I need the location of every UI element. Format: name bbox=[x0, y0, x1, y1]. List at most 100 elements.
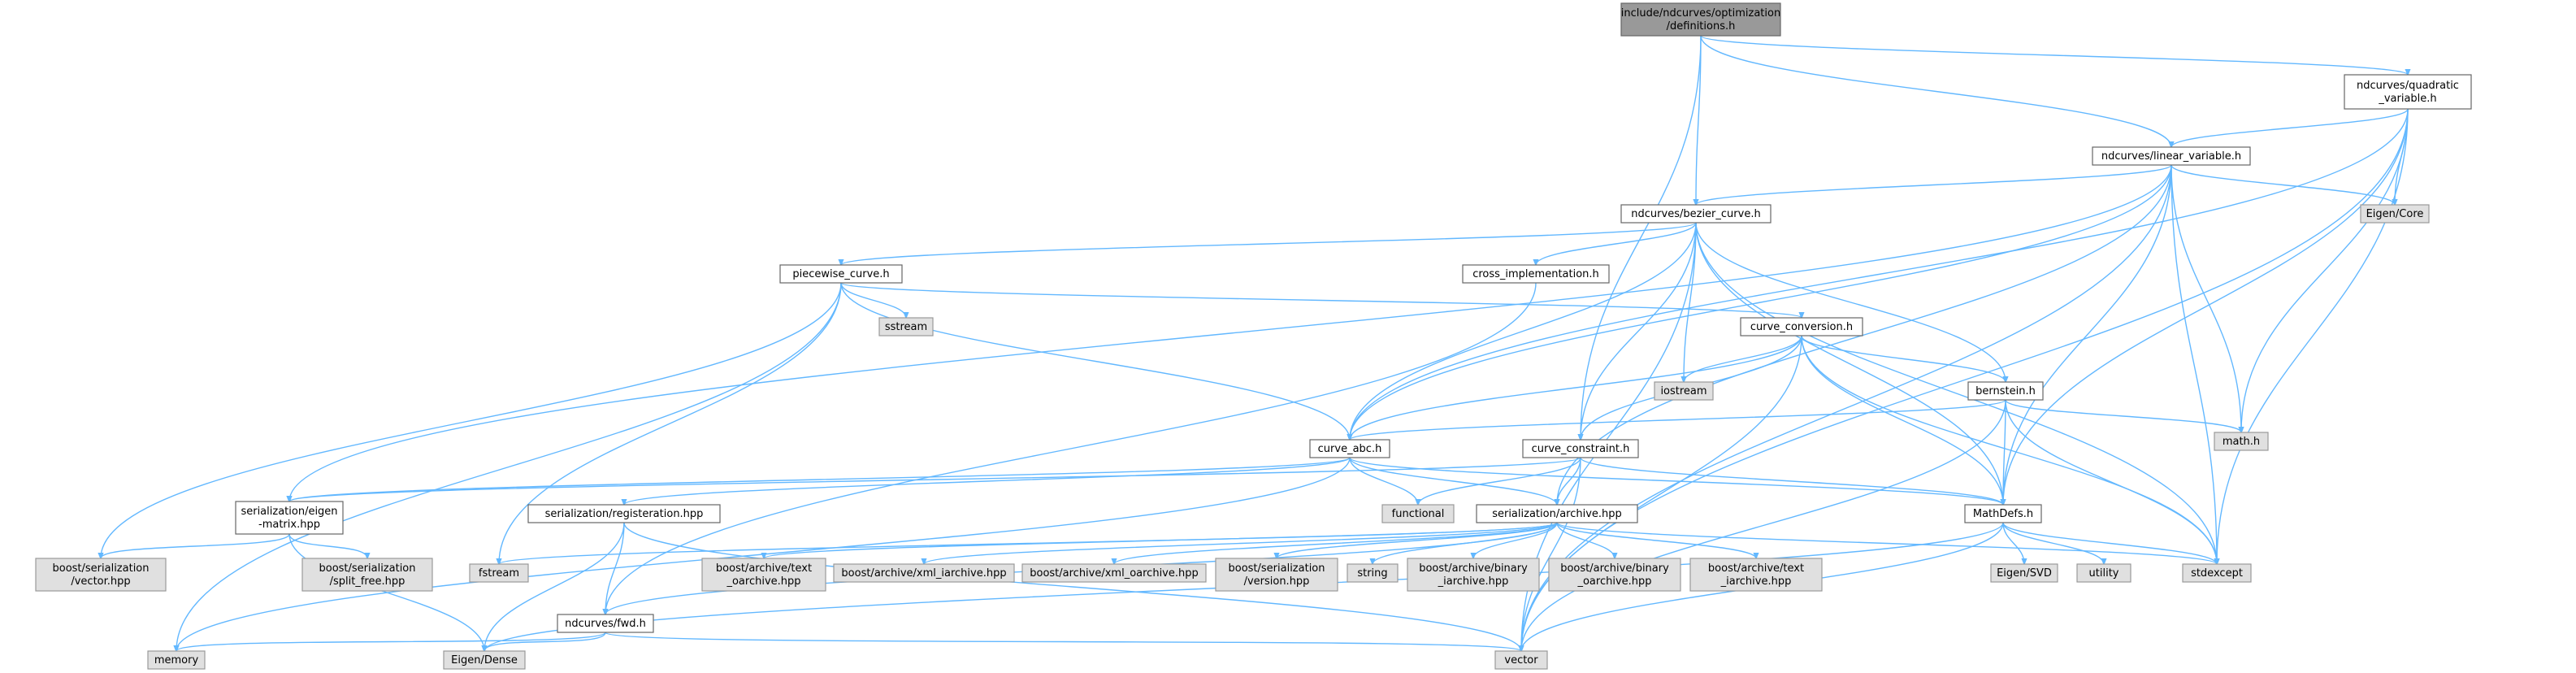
edge-bezier-to-bernstein bbox=[1695, 222, 2006, 382]
edge-fwd-to-eigendense bbox=[484, 632, 606, 651]
edge-quadratic-to-curveabc bbox=[1350, 108, 2409, 440]
edge-bezier-to-stdexcept bbox=[1695, 222, 2217, 564]
edge-mathdefs-to-eigensvd bbox=[2002, 522, 2024, 564]
edge-mathdefs-to-utility bbox=[2002, 522, 2104, 564]
edge-serreg-to-vector bbox=[623, 522, 1521, 651]
edge-constraint-to-functional bbox=[1418, 457, 1581, 505]
node-fstream: fstream bbox=[469, 563, 529, 583]
node-label: string bbox=[1357, 567, 1387, 580]
edge-serreg-to-fwd bbox=[605, 522, 625, 614]
edge-bezier-to-mathdefs bbox=[1695, 222, 2003, 505]
node-label: ndcurves/bezier_curve.h bbox=[1631, 208, 1760, 220]
edge-root-to-constraint bbox=[1581, 35, 1702, 440]
edge-sereigen-to-eigendense bbox=[288, 533, 484, 651]
node-box bbox=[833, 563, 1015, 583]
node-label: include/ndcurves/optimization bbox=[1621, 7, 1780, 20]
edge-mathdefs-to-stdexcept bbox=[2002, 522, 2217, 564]
node-conversion[interactable]: curve_conversion.h bbox=[1740, 317, 1863, 336]
node-box bbox=[1309, 439, 1390, 458]
edge-serarchive-to-bserver bbox=[1277, 522, 1558, 558]
node-label: _iarchive.hpp bbox=[1720, 575, 1792, 588]
node-box bbox=[527, 504, 721, 523]
node-serarchive[interactable]: serialization/archive.hpp bbox=[1476, 504, 1638, 523]
edge-fwd-to-memory bbox=[176, 632, 606, 651]
edge-quadratic-to-mathdefs bbox=[2003, 108, 2409, 505]
node-label: cross_implementation.h bbox=[1472, 268, 1599, 280]
node-box bbox=[1494, 650, 1548, 670]
node-box bbox=[2182, 563, 2252, 583]
edge-serarchive-to-stdexcept bbox=[1556, 522, 2217, 564]
edge-linear-to-mathdefs bbox=[2003, 164, 2172, 505]
node-string: string bbox=[1347, 563, 1399, 583]
dependency-edges bbox=[101, 35, 2409, 651]
edge-bezier-to-iostream bbox=[1684, 222, 1697, 382]
node-label: math.h bbox=[2223, 436, 2260, 448]
node-box bbox=[301, 558, 433, 592]
node-vector: vector bbox=[1494, 650, 1548, 670]
edge-quadratic-to-stdexcept bbox=[2217, 108, 2409, 564]
node-eigensvd: Eigen/SVD bbox=[1990, 563, 2058, 583]
node-label: curve_constraint.h bbox=[1532, 443, 1630, 455]
node-sstream: sstream bbox=[878, 317, 934, 336]
node-label: _oarchive.hpp bbox=[1576, 575, 1651, 588]
edge-linear-to-sereigen bbox=[289, 164, 2172, 501]
edge-curveabc-to-functional bbox=[1349, 457, 1418, 505]
edge-constraint-to-sereigen bbox=[289, 457, 1581, 501]
node-label: piecewise_curve.h bbox=[792, 268, 889, 280]
node-quadratic[interactable]: ndcurves/quadratic_variable.h bbox=[2344, 74, 2472, 110]
node-box bbox=[1620, 204, 1772, 224]
edge-piecewise-to-curveabc bbox=[840, 282, 1350, 440]
edge-conversion-to-mathdefs bbox=[1801, 335, 2003, 505]
node-label: serialization/archive.hpp bbox=[1492, 508, 1622, 520]
node-label: _oarchive.hpp bbox=[726, 575, 800, 588]
edge-serarchive-to-bbino bbox=[1556, 522, 1615, 558]
node-label: /definitions.h bbox=[1667, 20, 1736, 33]
node-box bbox=[2092, 146, 2251, 166]
edge-root-to-linear bbox=[1700, 35, 2171, 147]
node-sereigen[interactable]: serialization/eigen-matrix.hpp bbox=[235, 501, 344, 535]
node-functional: functional bbox=[1381, 504, 1455, 523]
node-bvector: boost/serialization/vector.hpp bbox=[35, 558, 167, 592]
edge-serarchive-to-bxmlo bbox=[1114, 522, 1558, 564]
edge-curveabc-to-sereigen bbox=[289, 457, 1351, 501]
node-bserver: boost/serialization/version.hpp bbox=[1215, 558, 1338, 592]
edge-sereigen-to-bsplit bbox=[288, 533, 367, 558]
node-label: iostream bbox=[1660, 385, 1706, 397]
node-box bbox=[469, 563, 529, 583]
node-curveabc[interactable]: curve_abc.h bbox=[1309, 439, 1390, 458]
node-label: /vector.hpp bbox=[71, 575, 130, 588]
node-box bbox=[779, 264, 903, 284]
node-label: utility bbox=[2089, 567, 2119, 580]
node-box bbox=[1620, 2, 1781, 37]
node-root[interactable]: include/ndcurves/optimization/definition… bbox=[1620, 2, 1781, 37]
node-constraint[interactable]: curve_constraint.h bbox=[1522, 439, 1639, 458]
node-label: Eigen/Core bbox=[2366, 208, 2424, 220]
node-label: fstream bbox=[479, 567, 519, 580]
node-piecewise[interactable]: piecewise_curve.h bbox=[779, 264, 903, 284]
node-box bbox=[1381, 504, 1455, 523]
node-serreg[interactable]: serialization/registeration.hpp bbox=[527, 504, 721, 523]
edge-bernstein-to-mathh bbox=[2005, 399, 2241, 432]
node-label: vector bbox=[1504, 654, 1538, 666]
node-btexti: boost/archive/text_iarchive.hpp bbox=[1689, 558, 1823, 592]
node-label: bernstein.h bbox=[1975, 385, 2036, 397]
node-box bbox=[1215, 558, 1338, 592]
node-box bbox=[235, 501, 344, 535]
node-bezier[interactable]: ndcurves/bezier_curve.h bbox=[1620, 204, 1772, 224]
node-box bbox=[147, 650, 206, 670]
node-crossimpl[interactable]: cross_implementation.h bbox=[1462, 264, 1610, 284]
node-label: memory bbox=[154, 654, 199, 666]
edge-bezier-to-piecewise bbox=[841, 222, 1697, 265]
node-box bbox=[2344, 74, 2472, 110]
node-box bbox=[1654, 381, 1714, 401]
edge-bernstein-to-stdexcept bbox=[2005, 399, 2217, 564]
node-bernstein[interactable]: bernstein.h bbox=[1967, 381, 2044, 401]
edge-conversion-to-vector bbox=[1521, 335, 1802, 651]
node-linear[interactable]: ndcurves/linear_variable.h bbox=[2092, 146, 2251, 166]
node-label: MathDefs.h bbox=[1973, 508, 2033, 520]
node-fwd[interactable]: ndcurves/fwd.h bbox=[557, 614, 654, 633]
node-label: serialization/eigen bbox=[241, 506, 337, 518]
node-mathdefs[interactable]: MathDefs.h bbox=[1964, 504, 2042, 523]
node-label: boost/archive/xml_oarchive.hpp bbox=[1030, 567, 1199, 580]
edge-piecewise-to-fstream bbox=[499, 282, 842, 564]
